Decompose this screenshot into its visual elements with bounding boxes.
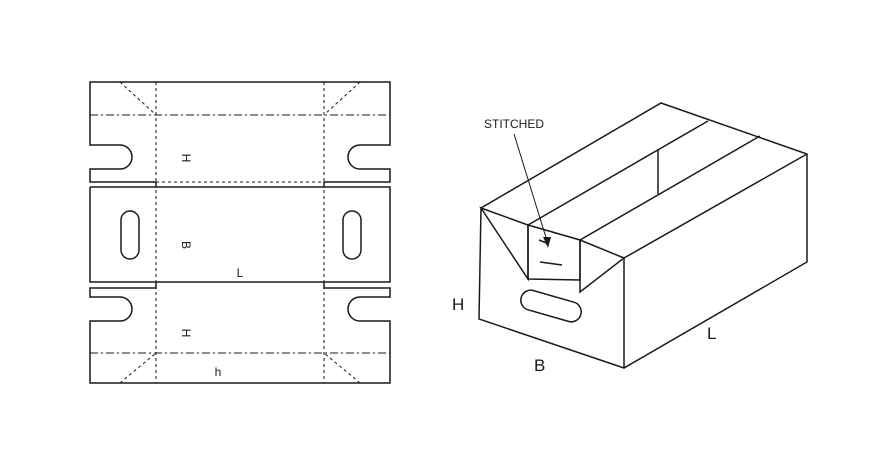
blank-label-h-top: H <box>179 154 193 163</box>
box-top-right-edge <box>623 153 808 259</box>
end-corner-flap <box>479 206 529 282</box>
stitch-mark-2 <box>539 261 563 266</box>
box-outline <box>478 102 808 369</box>
box-callout-stitched: STITCHED <box>484 117 544 131</box>
corner-diagonal-tl <box>119 81 157 116</box>
blank-bottom-section-outline <box>89 281 391 384</box>
blank-label-h-bottom: H <box>179 329 193 338</box>
corner-diagonal-tr <box>323 81 361 116</box>
assembled-box: STITCHED H B L <box>452 102 808 375</box>
blank-top-section-outline <box>89 81 391 188</box>
top-seam-2 <box>579 135 761 241</box>
corner-diagonal-br <box>323 352 361 384</box>
corner-diagonal-bl <box>119 352 157 384</box>
blank-label-l: L <box>237 266 244 280</box>
top-seam-1 <box>527 120 709 226</box>
end-flap-right <box>579 238 626 294</box>
box-label-b: B <box>534 356 545 375</box>
box-label-l: L <box>707 324 716 343</box>
end-stitched-panel <box>527 224 581 281</box>
box-hand-hole <box>520 289 582 323</box>
callout-arrowhead <box>543 237 551 248</box>
box-label-h: H <box>452 295 464 314</box>
blank-label-b: B <box>179 241 193 249</box>
blank-middle-section-outline <box>89 186 391 283</box>
flat-blank: H B L H h <box>89 81 391 384</box>
right-hand-hole <box>342 210 362 260</box>
callout-leader <box>513 133 549 245</box>
left-hand-hole <box>120 210 140 260</box>
blank-label-lower-h: h <box>215 365 222 379</box>
